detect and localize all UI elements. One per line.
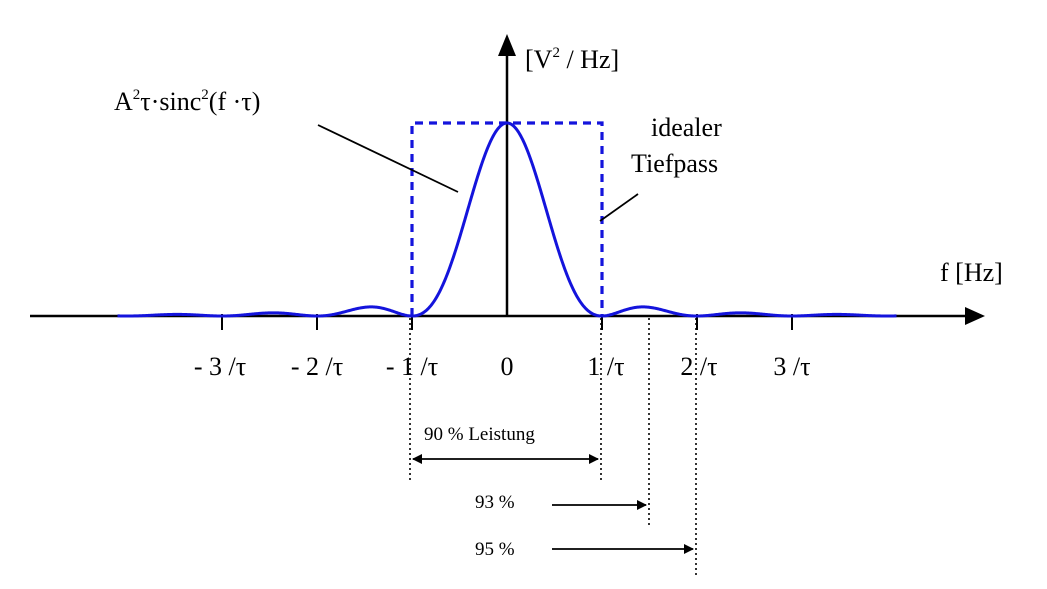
formula-callout-line (317, 124, 459, 193)
tick-label-3: 3 /τ (773, 352, 810, 381)
y-axis-label: [V2 / Hz] (525, 45, 619, 74)
power-93-label: 93 % (475, 492, 515, 513)
y-axis-arrowhead (498, 34, 516, 56)
tick-label-0: 0 (501, 352, 514, 381)
x-axis-arrowhead (965, 307, 985, 325)
lowpass-label-line2: Tiefpass (631, 149, 718, 178)
sinc-squared-curve (117, 121, 897, 318)
lowpass-label-line1: idealer (651, 113, 722, 142)
tick-label-minus-1: - 1 /τ (386, 352, 438, 381)
x-axis-label: f [Hz] (940, 258, 1003, 287)
power-90-label: 90 % Leistung (424, 424, 535, 445)
formula-label: A2τ·sinc2(f ·τ) (114, 87, 260, 116)
power-95-label: 95 % (475, 539, 515, 560)
tick-label-minus-2: - 2 /τ (291, 352, 343, 381)
tick-label-2: 2 /τ (680, 352, 717, 381)
lowpass-callout-line (599, 193, 639, 222)
tick-label-1: 1 /τ (587, 352, 624, 381)
tick-label-minus-3: - 3 /τ (194, 352, 246, 381)
